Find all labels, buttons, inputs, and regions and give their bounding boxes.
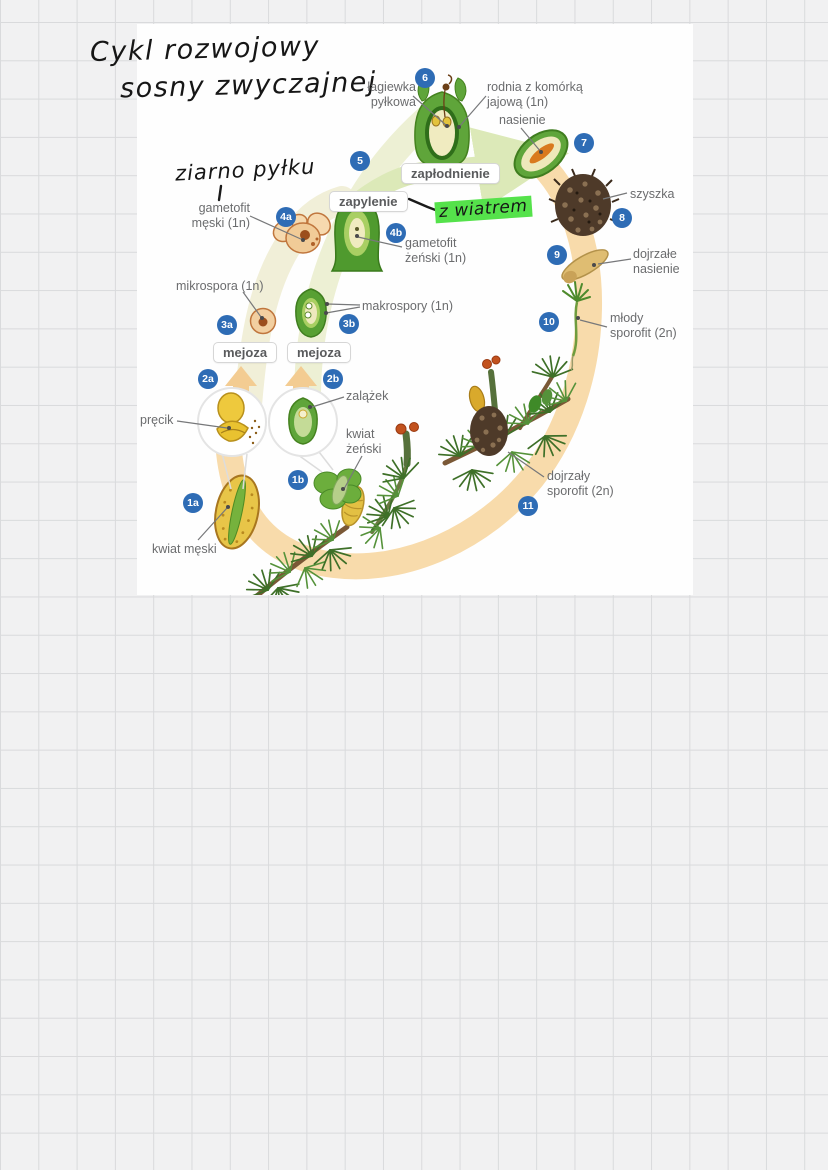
label-rodnia: rodnia z komórką jajową (1n) bbox=[487, 80, 583, 110]
label-kwiat-meski: kwiat męski bbox=[152, 542, 217, 556]
label-kwiat-zenski: kwiat żeński bbox=[346, 427, 382, 457]
label-gametofit-meski: gametofit męski (1n) bbox=[191, 201, 250, 231]
box-zapylenie: zapylenie bbox=[329, 191, 408, 212]
winged-seed-illustration bbox=[561, 249, 609, 284]
badge-stage-10: 10 bbox=[539, 312, 559, 332]
brown-cone-on-branch bbox=[470, 406, 508, 456]
pine-cone-illustration bbox=[548, 168, 620, 236]
badge-stage-3a: 3a bbox=[217, 315, 237, 335]
female-gametophyte-illustration bbox=[330, 195, 384, 272]
badge-stage-9: 9 bbox=[547, 245, 567, 265]
label-dojrzaly-sporofit: dojrzały sporofit (2n) bbox=[547, 469, 614, 499]
label-szyszka: szyszka bbox=[630, 187, 675, 201]
badge-stage-1a: 1a bbox=[183, 493, 203, 513]
label-nasienie: nasienie bbox=[499, 113, 546, 127]
ovule-illustration-2b bbox=[288, 397, 318, 445]
label-gametofit-zenski: gametofit żeński (1n) bbox=[405, 236, 467, 266]
stamen-illustration bbox=[216, 392, 261, 445]
badge-stage-1b: 1b bbox=[288, 470, 308, 490]
seedling-illustration bbox=[562, 281, 591, 371]
diagram-art bbox=[176, 74, 632, 595]
badge-stage-4a: 4a bbox=[276, 207, 296, 227]
pine-twig-female bbox=[352, 422, 424, 556]
label-makrospory: makrospory (1n) bbox=[362, 299, 453, 313]
megaspore-ovule-illustration bbox=[295, 288, 327, 338]
box-mejoza-b: mejoza bbox=[287, 342, 352, 363]
leader-lines bbox=[176, 95, 632, 541]
badge-stage-3b: 3b bbox=[339, 314, 359, 334]
male-cone-1a bbox=[214, 474, 260, 550]
badge-stage-8: 8 bbox=[612, 208, 632, 228]
badge-stage-7: 7 bbox=[574, 133, 594, 153]
badge-stage-2b: 2b bbox=[323, 369, 343, 389]
mature-sporophyte-branch bbox=[434, 353, 582, 496]
microspore-illustration bbox=[249, 307, 277, 335]
label-dojrzale-nasienie: dojrzałe nasienie bbox=[633, 247, 680, 277]
badge-stage-5: 5 bbox=[350, 151, 370, 171]
badge-stage-2a: 2a bbox=[198, 369, 218, 389]
handwritten-title-line1: Cykl rozwojowy bbox=[89, 30, 321, 69]
box-mejoza-a: mejoza bbox=[213, 342, 278, 363]
label-zalazek: zalążek bbox=[346, 389, 389, 403]
label-mlody-sporofit: młody sporofit (2n) bbox=[610, 311, 677, 341]
box-zaplodnienie: zapłodnienie bbox=[401, 163, 500, 184]
female-flower-1b bbox=[313, 468, 362, 510]
pine-twig-male bbox=[238, 485, 365, 595]
badge-stage-11: 11 bbox=[518, 496, 538, 516]
badge-stage-4b: 4b bbox=[386, 223, 406, 243]
label-lagiewka-pylkowa: łagiewka pyłkowa bbox=[367, 80, 416, 110]
label-mikrospora: mikrospora (1n) bbox=[176, 279, 264, 293]
badge-stage-6: 6 bbox=[415, 68, 435, 88]
label-precik: pręcik bbox=[140, 413, 174, 427]
